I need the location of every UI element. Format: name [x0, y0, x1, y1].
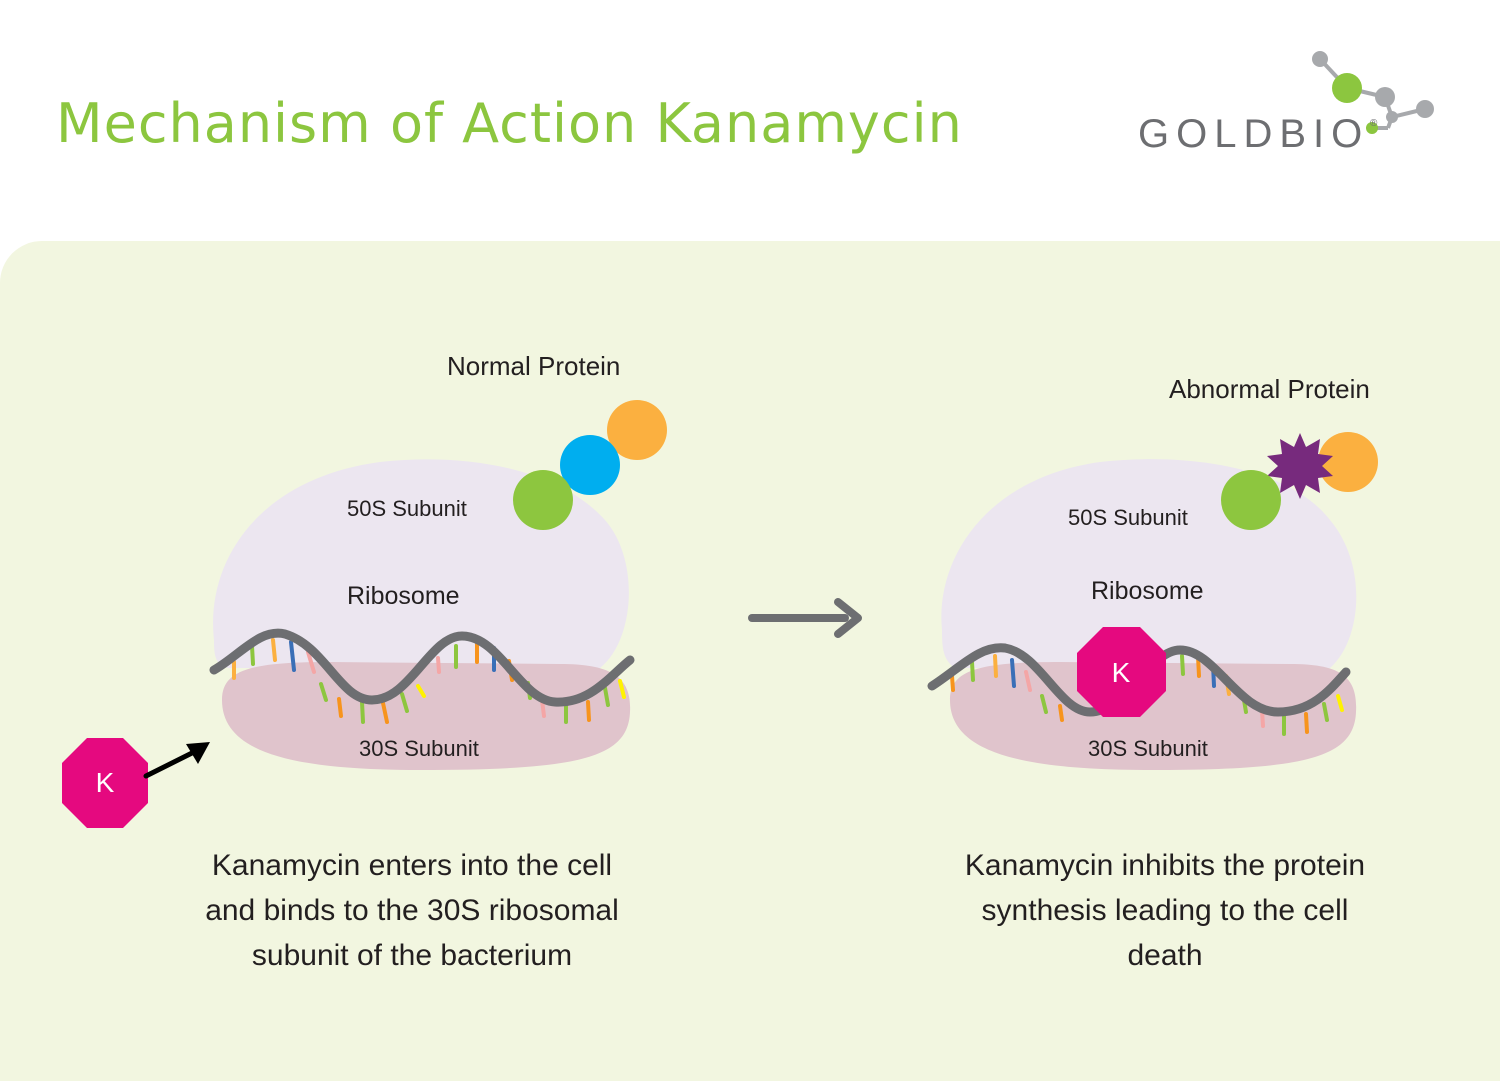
left-caption-line-1: Kanamycin enters into the cell — [211, 849, 613, 882]
left-mrna-strand — [209, 628, 635, 707]
left-kanamycin-octagon — [62, 738, 148, 828]
right-50s-label: 50S Subunit — [1068, 505, 1188, 530]
right-ribosome-label: Ribosome — [1091, 577, 1204, 605]
right-kanamycin-octagon — [1077, 627, 1166, 717]
left-30s-label: 30S Subunit — [359, 736, 479, 761]
mechanism-diagram — [62, 400, 1378, 828]
goldbio-logo: GOLDBIO ® — [1138, 51, 1434, 156]
left-50s-label: 50S Subunit — [347, 496, 467, 521]
left-caption-line-2: and binds to the 30S ribosomal — [205, 894, 619, 927]
right-protein-abnormal — [1267, 433, 1333, 499]
left-protein-green — [513, 470, 573, 530]
right-abnormal-protein-label: Abnormal Protein — [1169, 374, 1370, 404]
left-protein-orange — [607, 400, 667, 460]
page-title: Mechanism of Action Kanamycin — [56, 92, 963, 155]
logo-text: GOLDBIO — [1138, 112, 1369, 156]
right-30s-label: 30S Subunit — [1088, 736, 1208, 761]
right-caption-line-1: Kanamycin inhibits the protein — [964, 849, 1366, 882]
right-protein-orange — [1318, 432, 1378, 492]
right-caption-line-2: synthesis leading to the cell — [981, 894, 1349, 927]
right-kanamycin-letter: K — [1111, 657, 1131, 688]
right-caption-line-3: death — [1127, 939, 1203, 972]
process-arrow-head — [834, 598, 862, 638]
right-protein-green — [1221, 470, 1281, 530]
left-caption: Kanamycin enters into the cell and binds… — [152, 843, 672, 978]
left-kanamycin-letter: K — [95, 767, 115, 798]
logo-registered: ® — [1370, 118, 1378, 129]
left-protein-blue — [560, 435, 620, 495]
left-normal-protein-label: Normal Protein — [447, 351, 621, 381]
left-ribosome-label: Ribosome — [347, 582, 460, 610]
left-entry-arrow-shaft — [143, 748, 199, 779]
right-caption: Kanamycin inhibits the protein synthesis… — [905, 843, 1425, 978]
left-entry-arrow-head — [186, 742, 210, 764]
left-caption-line-3: subunit of the bacterium — [251, 939, 573, 972]
